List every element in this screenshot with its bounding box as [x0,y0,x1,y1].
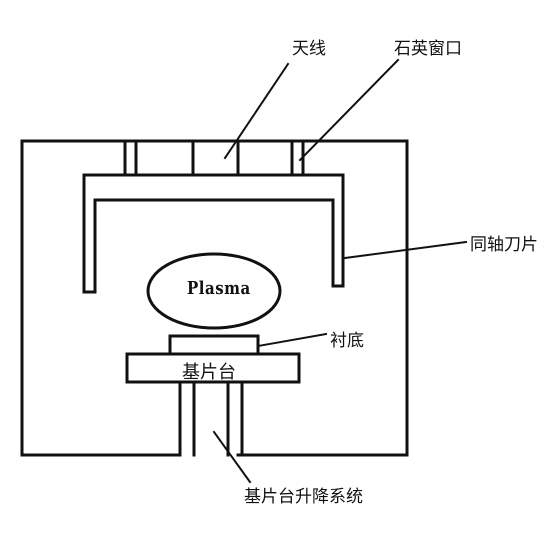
coaxial-blade-inner [93,198,335,294]
label-substrate-stage: 基片台 [182,362,236,383]
chamber-wall [20,139,409,457]
label-antenna: 天线 [292,39,326,59]
label-quartz-window: 石英窗口 [394,39,462,59]
leader-coax [343,240,468,260]
substrate-rect [168,334,260,356]
label-plasma: Plasma [187,277,251,299]
substrate-stage-rect [125,352,301,384]
leader-substrate [256,332,328,348]
leader-quartz [298,58,400,162]
coaxial-blade-outer [82,173,345,294]
label-coaxial-blade: 同轴刀片 [470,235,538,255]
label-stage-lift-system: 基片台升降系统 [244,487,363,507]
leader-lift [212,430,252,484]
leader-antenna [223,62,290,160]
label-substrate: 衬底 [330,331,364,351]
plasma-ellipse [146,252,282,330]
